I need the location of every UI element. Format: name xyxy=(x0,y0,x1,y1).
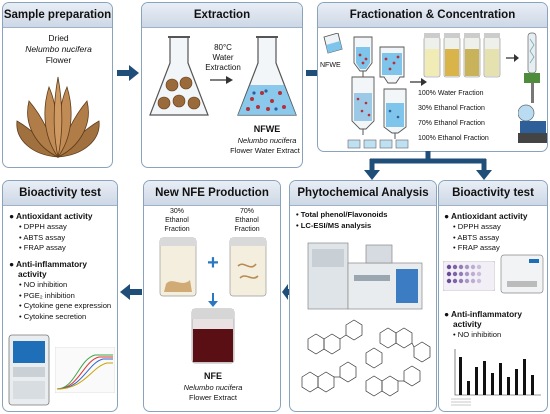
panel-bioactivity-right: Bioactivity test ● Antioxidant activity … xyxy=(438,180,548,412)
arrow-down-icon xyxy=(208,293,218,307)
list-item: • PGE₂ inhibition xyxy=(19,290,75,300)
list-item: • FRAP assay xyxy=(453,243,500,252)
phyto-list: • Total phenol/Flavonoids • LC-ESI/MS an… xyxy=(296,210,388,231)
antioxidant-heading: ● Antioxidant activity xyxy=(9,211,93,221)
lotus-flower-image xyxy=(16,76,100,159)
arrow-right-icon xyxy=(410,78,427,86)
antioxidant-list: • DPPH assay • ABTS assay • FRAP assay xyxy=(19,222,67,254)
separation-column-image xyxy=(351,36,407,139)
anti-inflammatory-heading: ● Anti-inflammatory xyxy=(444,309,523,319)
anti-inflammatory-heading-text: Anti-inflammatory xyxy=(451,309,523,319)
panel-title: New NFE Production xyxy=(144,181,280,206)
extraction-cond-1: 80°C xyxy=(214,43,232,52)
list-item: • Cytokine secretion xyxy=(19,311,87,321)
panel-bioactivity-left: Bioactivity test ● Antioxidant activity … xyxy=(2,180,118,412)
nfwe-sub-2: Flower Water Extract xyxy=(230,146,300,155)
panel-title: Sample preparation xyxy=(3,3,112,28)
nfe-sub-2: Flower Extract xyxy=(189,393,237,402)
nfwe-sub-1: Nelumbo nucifera xyxy=(237,136,297,145)
list-item: • Total phenol/Flavonoids xyxy=(296,210,388,219)
list-item: • LC-ESI/MS analysis xyxy=(296,220,372,230)
extraction-cond-2: Water xyxy=(212,53,234,62)
pcr-machine-image xyxy=(8,334,50,406)
anti-inflammatory-list: • NO inhibition xyxy=(453,330,501,341)
jar-left-label-3: Fraction xyxy=(164,226,190,233)
panel-fractionation: Fractionation & Concentration NFWE xyxy=(317,2,548,152)
arrow-left-icon xyxy=(120,284,142,300)
plus-sign: + xyxy=(207,252,219,274)
jar-left-label-2: Ethanol xyxy=(165,217,189,224)
fraction-label-3: 70% Ethanol Fraction xyxy=(418,120,485,127)
nfwe-label: NFWE xyxy=(253,124,281,134)
panel-nfe-production: New NFE Production 30% Ethanol Fraction … xyxy=(143,180,281,412)
extraction-cond-3: Extraction xyxy=(205,63,241,72)
panel-title: Bioactivity test xyxy=(439,181,547,206)
collection-beakers-icon xyxy=(347,139,409,149)
antioxidant-heading-text: Antioxidant activity xyxy=(16,211,93,221)
well-plate-image xyxy=(443,261,495,291)
anti-inflammatory-heading: ● Anti-inflammatory xyxy=(9,259,88,269)
antioxidant-heading: ● Antioxidant activity xyxy=(444,211,528,221)
fraction-label-1: 100% Water Fraction xyxy=(418,90,484,97)
arrow-right-icon xyxy=(506,54,519,62)
plate-reader-image xyxy=(500,254,544,294)
fraction-label-4: 100% Ethanol Fraction xyxy=(418,135,489,142)
list-item: • ABTS assay xyxy=(19,232,66,242)
jar-left-label-1: 30% xyxy=(169,208,184,215)
panel-phytochemical: Phytochemical Analysis • Total phenol/Fl… xyxy=(289,180,437,412)
list-item: • Cytokine gene expression xyxy=(19,301,112,310)
sample-line-1: Dried xyxy=(48,33,69,43)
flask-water-extract-image xyxy=(237,36,297,116)
anti-inflammatory-list: • NO inhibition • PGE₂ inhibition • Cyto… xyxy=(19,280,111,322)
pouring-beaker-icon xyxy=(323,33,343,54)
jar-30-ethanol-image xyxy=(159,237,197,297)
panel-title: Phytochemical Analysis xyxy=(290,181,436,206)
jar-nfe-image xyxy=(191,308,235,364)
lc-ms-instrument-image xyxy=(307,242,423,310)
arrow-left-icon xyxy=(282,284,292,300)
antioxidant-heading-text: Antioxidant activity xyxy=(451,211,528,221)
nfwe-input-label: NFWE xyxy=(320,62,341,69)
arrow-right-icon xyxy=(117,65,139,81)
bar-chart-thumbnail-image xyxy=(451,349,541,406)
connector-arrows-icon xyxy=(364,151,492,180)
nfe-label: NFE xyxy=(204,371,222,381)
list-item: • NO inhibition xyxy=(453,330,502,339)
anti-inflammatory-heading-text: Anti-inflammatory xyxy=(16,259,88,269)
sample-line-2: Nelumbo nucifera xyxy=(25,44,92,54)
list-item: • FRAP assay xyxy=(19,243,66,252)
fraction-label-2: 30% Ethanol Fraction xyxy=(418,105,485,112)
jar-right-label-2: Ethanol xyxy=(235,217,259,224)
sample-line-3: Flower xyxy=(45,55,72,65)
list-item: • NO inhibition xyxy=(19,280,68,289)
nfe-sub-1: Nelumbo nucifera xyxy=(183,383,243,392)
panel-sample-preparation: Sample preparation Dried Nelumbo nucifer… xyxy=(2,2,113,168)
anti-inflammatory-heading-2: activity xyxy=(453,319,482,329)
panel-title: Extraction xyxy=(142,3,302,28)
list-item: • DPPH assay xyxy=(453,222,501,231)
flask-dried-flowers-image xyxy=(149,36,209,116)
anti-inflammatory-heading-2: activity xyxy=(18,269,47,279)
rotary-evaporator-image xyxy=(518,32,547,143)
jar-right-label-3: Fraction xyxy=(234,226,260,233)
panel-extraction: Extraction 80°C Water Extraction NFWE Ne… xyxy=(141,2,303,168)
amplification-curve-image xyxy=(55,347,115,393)
list-item: • ABTS assay xyxy=(453,232,500,242)
jar-70-ethanol-image xyxy=(229,237,267,297)
antioxidant-list: • DPPH assay • ABTS assay • FRAP assay xyxy=(453,222,501,254)
jar-right-label-1: 70% xyxy=(239,208,254,215)
panel-title: Fractionation & Concentration xyxy=(318,3,547,28)
chemical-structures-image xyxy=(301,319,431,397)
fraction-vials-image xyxy=(423,33,501,78)
arrow-right-icon xyxy=(210,76,233,84)
list-item: • DPPH assay xyxy=(19,222,67,231)
panel-title: Bioactivity test xyxy=(3,181,117,206)
